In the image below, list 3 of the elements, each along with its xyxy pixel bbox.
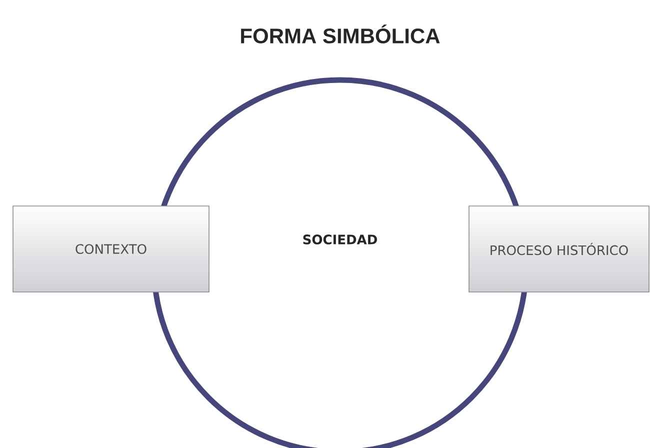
process-box: CONTEXTO bbox=[12, 206, 210, 292]
title: FORMA SIMBÓLICA bbox=[241, 24, 440, 44]
process-box: PROCESO HISTÓRICO bbox=[468, 206, 650, 292]
